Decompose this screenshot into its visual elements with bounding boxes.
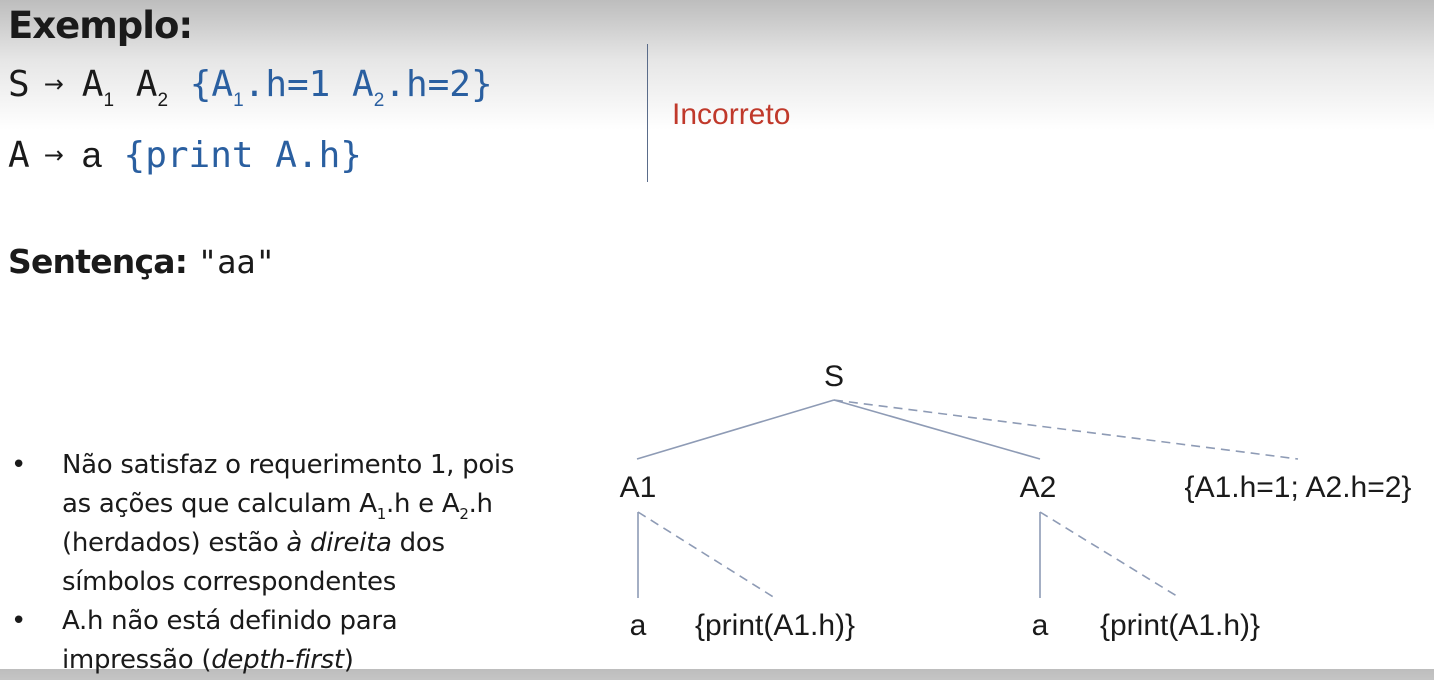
edge-s-a1 xyxy=(636,399,835,460)
rule2-lhs: A xyxy=(8,135,30,176)
node-a1-action: {print(A1.h)} xyxy=(695,609,855,642)
rule1-a2: A xyxy=(135,64,158,105)
status-label: Incorreto xyxy=(672,98,791,131)
production-rule-2: A → a {print A.h} xyxy=(8,134,362,176)
node-a1-leaf: a xyxy=(630,609,647,642)
edge-s-action xyxy=(833,399,1299,460)
vertical-divider xyxy=(647,44,648,182)
node-a2: A2 xyxy=(1020,471,1057,504)
sentence-label: Sentença: xyxy=(8,242,188,281)
edge-a2-action xyxy=(1039,511,1181,599)
node-root-action: {A1.h=1; A2.h=2} xyxy=(1185,471,1412,504)
node-a2-action: {print(A1.h)} xyxy=(1100,609,1260,642)
rule1-action: {A1.h=1 A2.h=2} xyxy=(189,64,493,111)
node-root: S xyxy=(824,360,844,393)
rule1-a1: A xyxy=(81,64,104,105)
rule1-a2-sub: 2 xyxy=(157,90,169,111)
rule1-arrow-icon: → xyxy=(43,70,64,98)
sentence-value: "aa" xyxy=(197,243,275,281)
node-a1: A1 xyxy=(620,471,657,504)
rule1-lhs: S xyxy=(8,64,30,105)
sentence: Sentença: "aa" xyxy=(8,242,275,281)
node-a2-leaf: a xyxy=(1032,609,1049,642)
rule2-action: {print A.h} xyxy=(123,135,362,176)
rule2-arrow-icon: → xyxy=(43,141,64,169)
rule2-symbol: a xyxy=(81,134,102,175)
slide-title: Exemplo: xyxy=(8,4,193,47)
production-rule-1: S→A1 A2 {A1.h=1 A2.h=2} xyxy=(8,64,493,111)
edge-a1-action xyxy=(637,511,776,599)
bullet-item-1: Não satisfaz o requerimento 1, pois as a… xyxy=(8,446,522,602)
edge-s-a2 xyxy=(833,399,1041,460)
rule1-a1-sub: 1 xyxy=(103,90,115,111)
